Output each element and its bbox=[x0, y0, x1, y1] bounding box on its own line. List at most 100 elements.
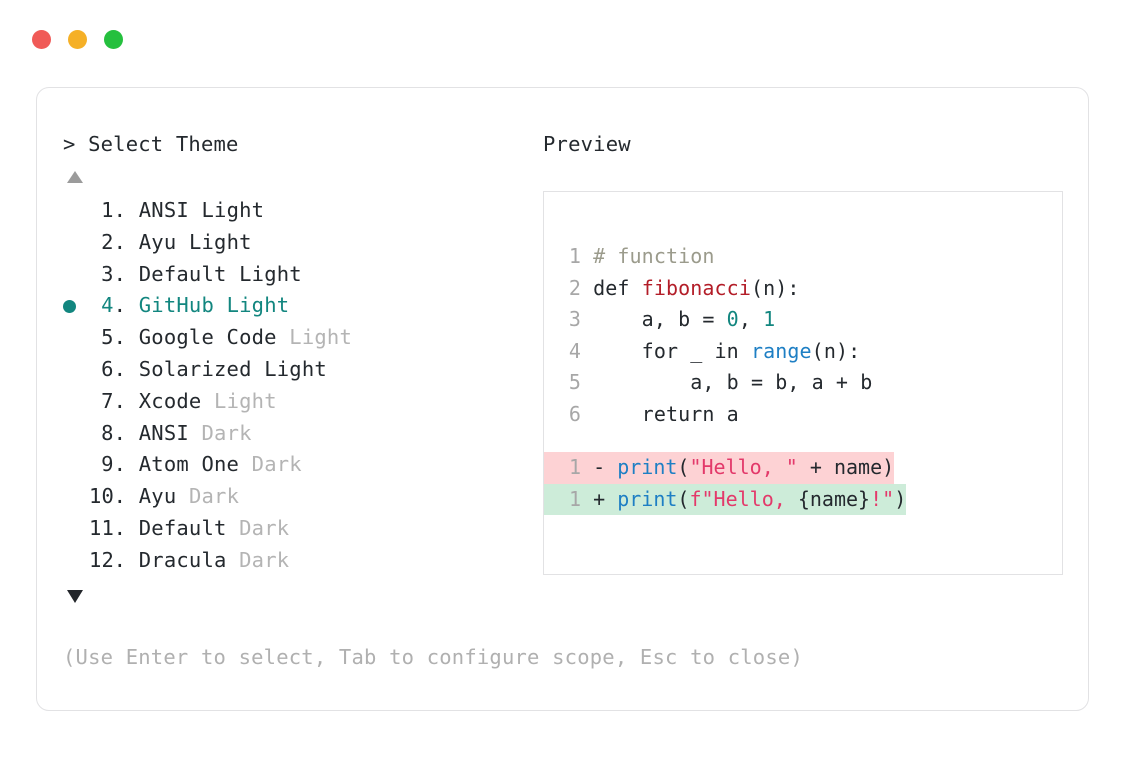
code-line: 3 a, b = 0, 1 bbox=[544, 304, 1062, 336]
diff-line-removed: 1- print("Hello, " + name) bbox=[544, 452, 1062, 484]
scroll-down-arrow-icon[interactable] bbox=[67, 589, 83, 603]
selection-bullet-slot bbox=[63, 195, 89, 227]
code-token: # function bbox=[593, 244, 715, 268]
diff-highlight: 1+ print(f"Hello, {name}!") bbox=[544, 483, 907, 516]
theme-item-index-separator: . bbox=[113, 229, 139, 254]
theme-list-item[interactable]: 12. Dracula Dark bbox=[63, 545, 533, 577]
theme-list-item[interactable]: 8. ANSI Dark bbox=[63, 418, 533, 450]
theme-item-index-separator: . bbox=[113, 356, 139, 381]
theme-item-index-separator: . bbox=[113, 484, 139, 509]
theme-item-index: 3 bbox=[101, 261, 114, 286]
theme-item-index-separator: . bbox=[113, 198, 139, 222]
theme-list-item[interactable]: 3. Default Light bbox=[63, 259, 533, 291]
theme-list-item[interactable]: 5. Google Code Light bbox=[63, 322, 533, 354]
code-token: range bbox=[750, 338, 812, 363]
theme-item-index: 1 bbox=[101, 198, 114, 222]
theme-item-index: 8 bbox=[101, 420, 114, 445]
theme-item-index: 11 bbox=[89, 515, 115, 540]
theme-item-index: 10 bbox=[89, 484, 115, 509]
theme-item-index-separator: . bbox=[113, 388, 139, 413]
code-token: (n): bbox=[811, 338, 861, 363]
theme-item-name: Ayu bbox=[138, 229, 177, 254]
selection-bullet-slot bbox=[63, 227, 89, 259]
theme-item-variant: Light bbox=[188, 198, 265, 222]
theme-list-item[interactable]: 2. Ayu Light bbox=[63, 227, 533, 259]
theme-item-index-separator: . bbox=[113, 515, 139, 540]
diff-line-content: + print(f"Hello, {name}!") bbox=[581, 484, 906, 516]
select-theme-heading: > Select Theme bbox=[63, 132, 239, 156]
theme-item-variant: Dark bbox=[239, 452, 302, 477]
code-line-content: a, b = 0, 1 bbox=[581, 304, 776, 336]
theme-item-name: Default bbox=[138, 515, 227, 540]
theme-list-item[interactable]: 7. Xcode Light bbox=[63, 386, 533, 418]
selection-bullet-slot bbox=[63, 259, 89, 291]
code-token: 0 bbox=[726, 307, 739, 331]
code-token: fibonacci bbox=[641, 275, 751, 300]
theme-list-item[interactable]: 9. Atom One Dark bbox=[63, 449, 533, 481]
theme-item-variant: Light bbox=[276, 325, 352, 350]
theme-item-name: Default bbox=[138, 261, 227, 286]
window-titlebar bbox=[32, 30, 123, 49]
selected-bullet-icon bbox=[63, 299, 76, 313]
scroll-up-arrow-icon[interactable] bbox=[67, 171, 83, 183]
theme-item-variant: Light bbox=[176, 229, 252, 254]
theme-list-item[interactable]: 1. ANSI Light bbox=[63, 195, 533, 227]
code-token: return a bbox=[593, 401, 739, 426]
selection-bullet-slot bbox=[63, 386, 89, 418]
diff-line-number: 1 bbox=[569, 455, 582, 479]
code-token: "Hello, " bbox=[689, 455, 798, 479]
code-line-number: 2 bbox=[568, 275, 582, 300]
code-line: 1 # function bbox=[544, 241, 1062, 273]
minimize-window-button[interactable] bbox=[68, 30, 87, 49]
theme-item-name: Ayu bbox=[138, 484, 177, 509]
code-line-content: # function bbox=[581, 241, 714, 273]
theme-item-index: 12 bbox=[89, 547, 115, 572]
theme-item-index-separator: . bbox=[113, 293, 139, 318]
diff-marker: - bbox=[593, 455, 606, 479]
diff-line-number: 1 bbox=[569, 486, 582, 511]
theme-item-index: 9 bbox=[101, 452, 114, 477]
code-blank-line bbox=[544, 430, 1062, 452]
theme-item-name: ANSI bbox=[138, 198, 189, 222]
code-line-number: 4 bbox=[568, 338, 582, 363]
close-window-button[interactable] bbox=[32, 30, 51, 49]
code-token bbox=[605, 487, 617, 511]
code-preview: 1 # function 2 def fibonacci (n):3 a, b = 0,… bbox=[544, 241, 1062, 515]
code-token: a, b = bbox=[593, 307, 727, 331]
theme-item-variant: Dark bbox=[226, 547, 290, 572]
theme-list-item[interactable]: 6. Solarized Light bbox=[63, 354, 533, 386]
theme-list-item[interactable]: 4. GitHub Light bbox=[63, 290, 533, 322]
theme-item-index-separator: . bbox=[113, 547, 139, 572]
code-line: 5 a, b = b, a + b bbox=[544, 367, 1062, 399]
theme-item-variant: Light bbox=[201, 388, 277, 413]
theme-item-index: 4 bbox=[101, 293, 114, 318]
code-line-number: 5 bbox=[568, 370, 582, 394]
code-token: def bbox=[593, 275, 642, 300]
code-token: 1 bbox=[763, 307, 776, 331]
code-token: f"Hello, bbox=[689, 486, 798, 511]
theme-item-variant: Light bbox=[251, 356, 327, 381]
theme-list-item[interactable]: 11. Default Dark bbox=[63, 513, 533, 545]
theme-item-variant: Light bbox=[214, 293, 290, 318]
theme-item-index: 2 bbox=[101, 229, 114, 254]
theme-item-name: Dracula bbox=[138, 547, 227, 572]
code-token: ( bbox=[677, 486, 690, 511]
code-token: print bbox=[617, 486, 678, 511]
selection-bullet-slot bbox=[63, 418, 89, 450]
code-line-number: 1 bbox=[568, 244, 582, 268]
code-token: , bbox=[738, 307, 764, 331]
theme-list-item[interactable]: 10. Ayu Dark bbox=[63, 481, 533, 513]
code-token: a, b = b, a + b bbox=[593, 370, 873, 394]
code-token: + name) bbox=[797, 455, 895, 479]
selection-bullet-slot bbox=[63, 545, 89, 577]
selection-bullet-slot bbox=[63, 449, 89, 481]
code-line: 4 for _ in range(n): bbox=[544, 336, 1062, 368]
code-token: print bbox=[617, 455, 678, 479]
maximize-window-button[interactable] bbox=[104, 30, 123, 49]
